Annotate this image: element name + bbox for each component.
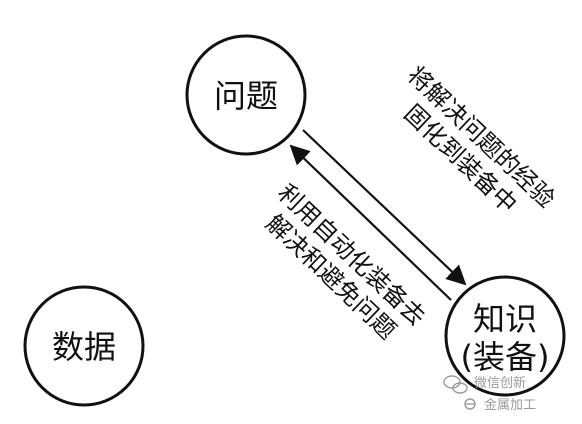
problem-node: 问题 xyxy=(185,34,307,156)
watermark-line2: 金属加工 xyxy=(484,397,536,413)
problem-circle xyxy=(185,34,307,156)
knowledge-label-line1: 知识 xyxy=(473,300,537,338)
knowledge-label-line2: (装备) xyxy=(461,338,550,376)
knowledge-node: 知识 (装备) xyxy=(444,275,566,397)
knowledge-circle xyxy=(444,275,566,397)
problem-label: 问题 xyxy=(214,77,278,115)
watermark-line1: 微信创新 xyxy=(474,375,526,391)
data-node: 数据 xyxy=(23,285,145,407)
logo-icon xyxy=(464,398,476,410)
watermark: 微信创新 金属加工 xyxy=(443,375,536,413)
wechat-icon xyxy=(443,375,468,394)
arrow-knowledge-to-problem xyxy=(289,144,452,301)
arrow-problem-to-knowledge xyxy=(302,129,467,286)
data-label: 数据 xyxy=(52,328,116,366)
data-circle xyxy=(23,285,145,407)
